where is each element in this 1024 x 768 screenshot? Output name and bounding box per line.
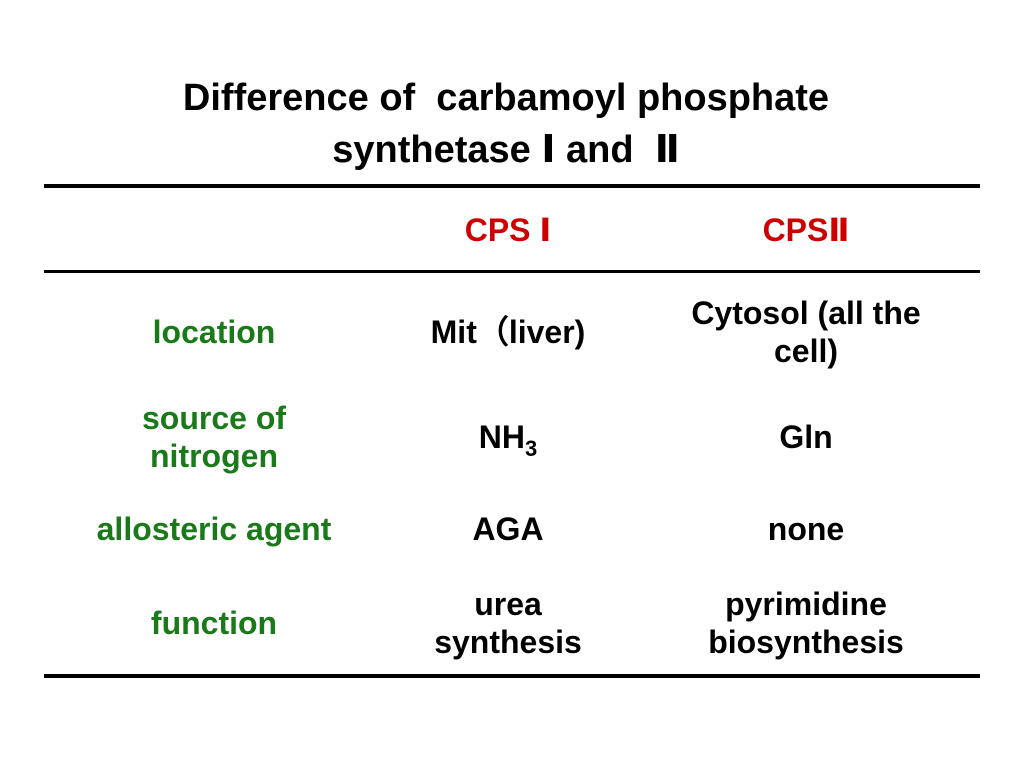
table-bottom-rule	[44, 674, 980, 678]
row-label-location: location	[152, 314, 276, 350]
cell-function-cps1-line1: urea	[474, 586, 542, 622]
header-cell-cps1: CPS Ⅰ	[464, 212, 552, 248]
ammonia-formula: NH3	[478, 418, 537, 460]
slide-title: Difference of carbamoyl phosphate synthe…	[0, 72, 1012, 176]
cell-location-cps2: Cytosol (all the cell)	[632, 276, 980, 388]
cell-function-cps2-line2: biosynthesis	[708, 624, 904, 660]
header-cell-empty	[44, 190, 384, 270]
cell-location-cps2-line2: cell)	[773, 333, 838, 369]
row-label-source-of-nitrogen: source of nitrogen	[44, 388, 384, 486]
row-label-function: function	[150, 605, 278, 641]
table-top-rule	[44, 184, 980, 188]
title-line-2: synthetase Ⅰ and Ⅱ	[332, 129, 680, 171]
table-header-rule	[44, 270, 980, 273]
row-label-source-line2: nitrogen	[150, 438, 278, 474]
cell-function-cps2-line1: pyrimidine	[725, 586, 887, 622]
cell-source-cps2: Gln	[779, 419, 833, 455]
row-label-source-line1: source of	[141, 400, 287, 436]
cell-function-cps2: pyrimidine biosynthesis	[632, 572, 980, 674]
cell-function-cps1-line2: synthesis	[434, 624, 582, 660]
cell-allosteric-cps1: AGA	[472, 511, 544, 547]
cell-source-cps1: NH3	[384, 388, 632, 486]
row-label-allosteric-agent: allosteric agent	[96, 511, 332, 547]
cell-function-cps1: urea synthesis	[384, 572, 632, 674]
cell-location-cps2-line1: Cytosol (all the	[691, 295, 921, 331]
header-cell-cps2: CPSⅡ	[762, 212, 850, 248]
ammonia-formula-subscript: 3	[524, 436, 538, 461]
cell-allosteric-cps2: none	[767, 511, 845, 547]
ammonia-formula-main: NH	[478, 419, 525, 455]
title-line-1: Difference of carbamoyl phosphate	[182, 77, 830, 119]
cell-location-cps1: Mit（liver)	[430, 314, 586, 350]
